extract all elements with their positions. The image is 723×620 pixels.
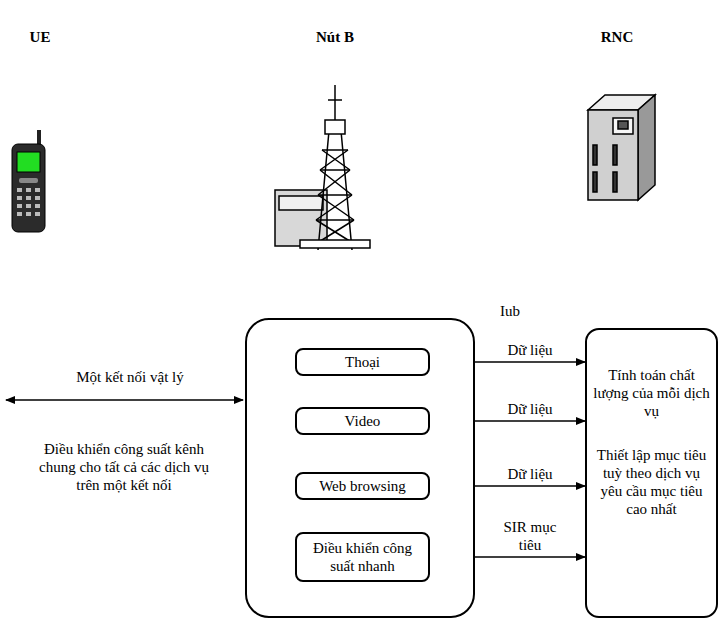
interface-label: Iub	[490, 302, 530, 320]
edge-label: Dữ liệu	[505, 341, 554, 359]
link-label: Một kết nối vật lý	[20, 368, 240, 386]
node-text: Video	[345, 412, 381, 430]
node-text: Thiết lập mục tiêu tuỳ theo dịch vụ yêu …	[593, 446, 710, 518]
node-text: Điều khiển công suất nhanh	[303, 539, 422, 575]
service-box: Web browsing	[295, 472, 430, 500]
rnc-function-box: Tính toán chất lượng của mỗi dịch vụ Thiế…	[585, 328, 718, 618]
power-control-box: Điều khiển công suất nhanh	[295, 532, 430, 582]
node-text: Thoại	[345, 353, 380, 371]
service-group-box: ThoạiVideoWeb browsingĐiều khiển công su…	[245, 318, 475, 618]
rnc-server-icon	[588, 95, 655, 200]
phone-icon	[12, 130, 45, 232]
device-label: Nút B	[295, 28, 375, 46]
base-station-icon	[275, 85, 370, 250]
edge-label: SIR mục tiêu	[496, 518, 564, 554]
service-box: Thoại	[295, 348, 430, 376]
physical-link-arrow	[6, 399, 243, 401]
node-text: Web browsing	[319, 477, 406, 495]
node-text: Tính toán chất lượng của mỗi dịch vụ	[593, 366, 710, 420]
edge-label: Dữ liệu	[505, 465, 554, 483]
device-label: UE	[20, 28, 60, 46]
edge-label: Dữ liệu	[505, 400, 554, 418]
device-label: RNC	[592, 28, 642, 46]
note-text: Điều khiển công suất kênh chung cho tất …	[38, 440, 210, 494]
service-box: Video	[295, 407, 430, 435]
